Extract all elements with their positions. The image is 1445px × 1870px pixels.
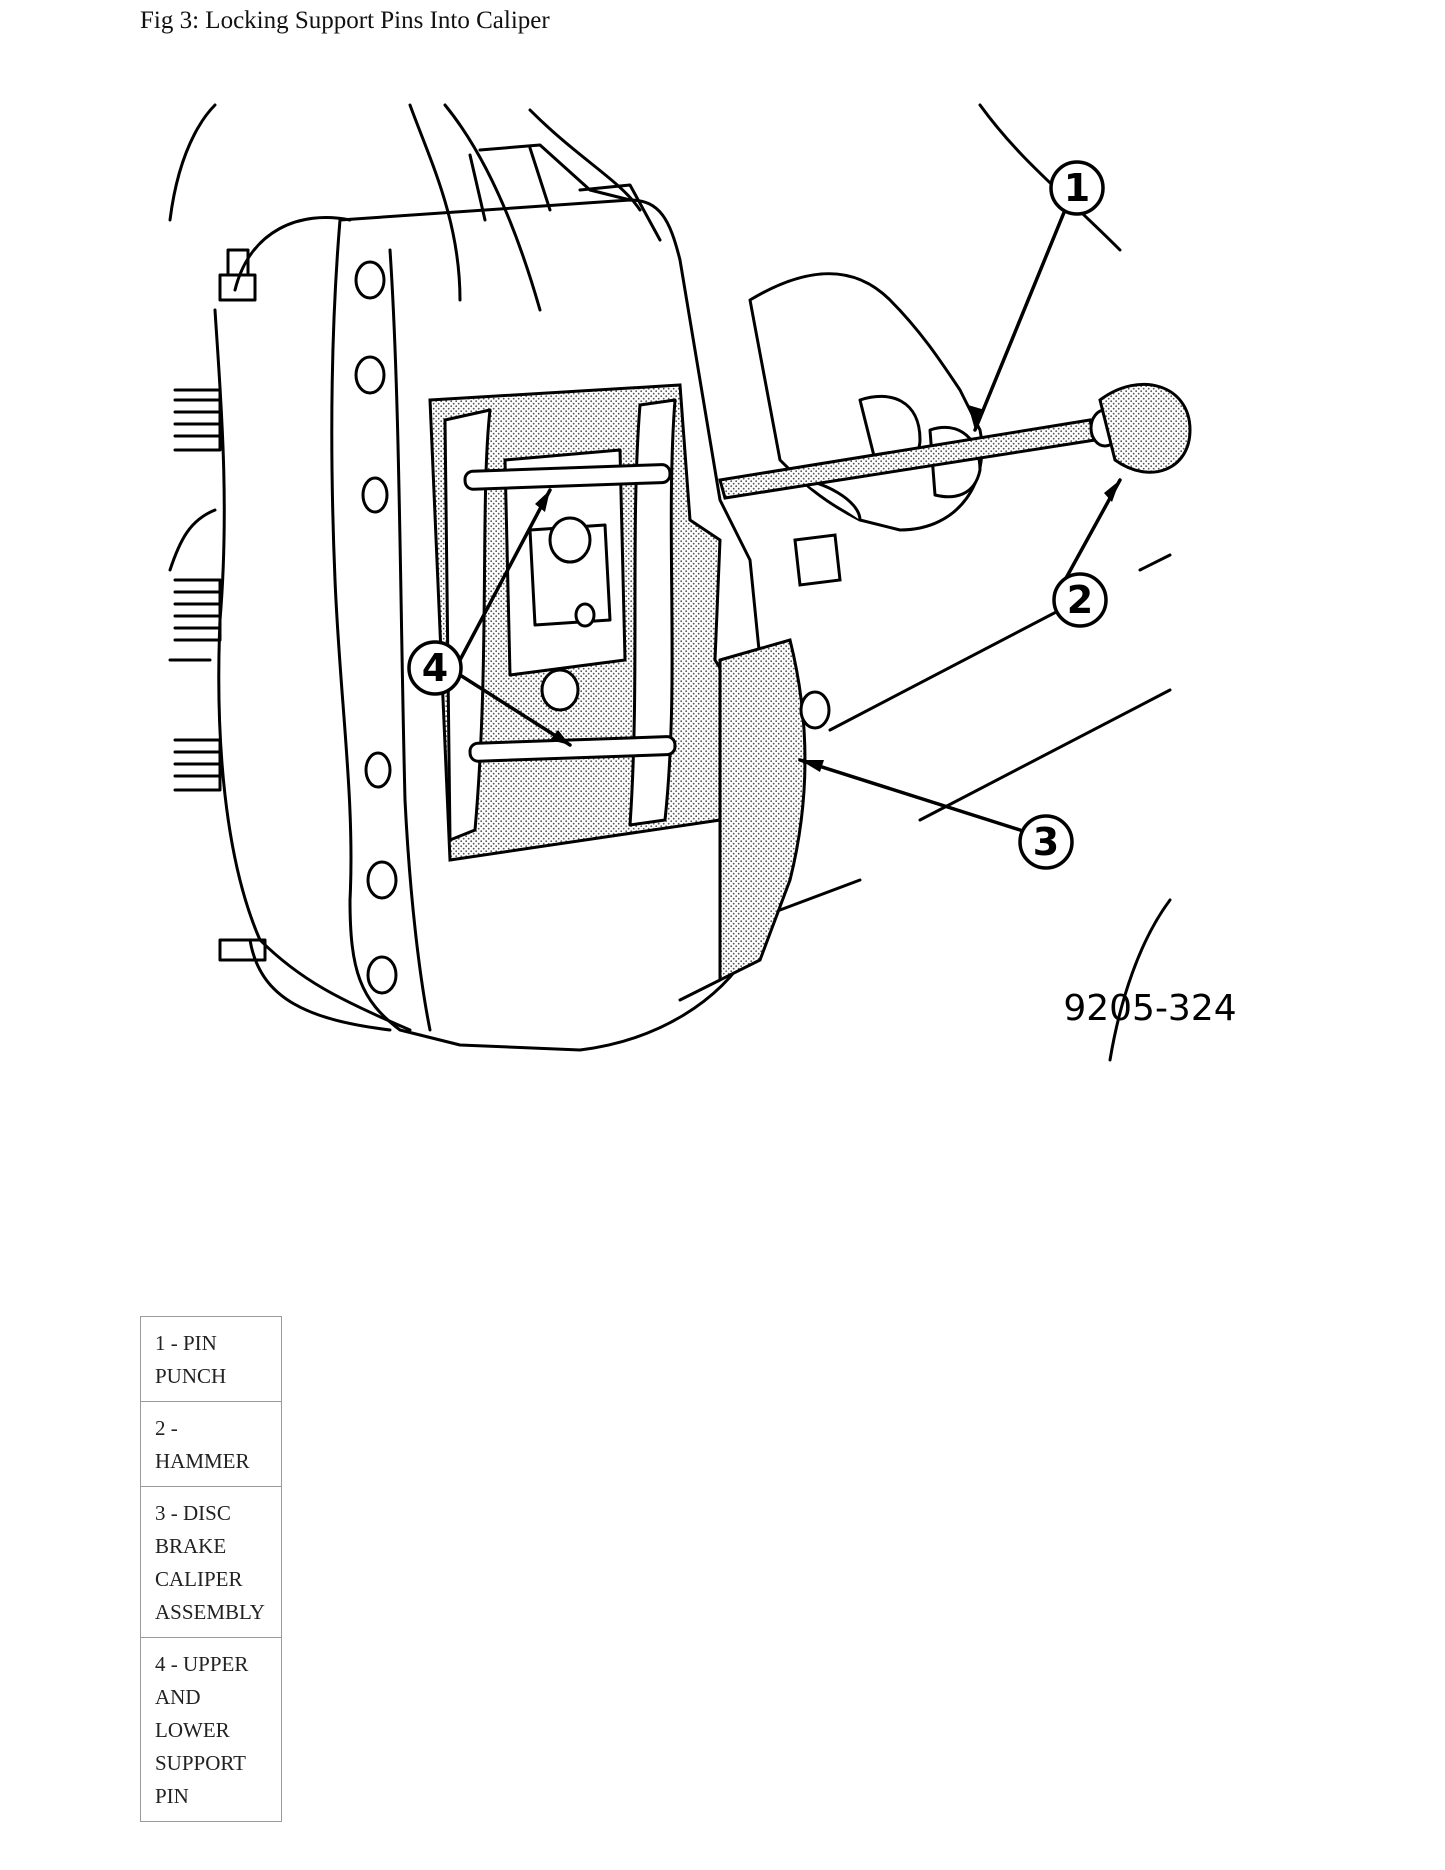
pin-punch [718, 383, 1192, 500]
callout-circle-3 [1018, 814, 1074, 870]
legend-table: 1 - PIN PUNCH 2 - HAMMER 3 - DISC BRAKE … [140, 1316, 282, 1822]
legend-row: 4 - UPPER AND LOWER SUPPORT PIN [140, 1637, 282, 1822]
hand [748, 272, 984, 532]
upper-support-pin [463, 463, 672, 491]
caliper-illustration: 1 2 3 4 9205-324 [160, 100, 1320, 1260]
legend-row: 1 - PIN PUNCH [140, 1316, 282, 1402]
line-drawing: 1 2 3 4 9205-324 [168, 103, 1237, 1062]
callout-circle-1 [1049, 160, 1105, 216]
callout-label-2: 2 [1067, 578, 1093, 622]
legend-row: 3 - DISC BRAKE CALIPER ASSEMBLY [140, 1486, 282, 1638]
callout-label-1: 1 [1064, 166, 1090, 210]
callout-circle-4 [407, 640, 463, 696]
lower-support-pin [468, 735, 677, 763]
legend-item-support-pin: 4 - UPPER AND LOWER SUPPORT PIN [140, 1637, 282, 1822]
callout-circle-2 [1052, 572, 1108, 628]
legend-item-caliper-assembly: 3 - DISC BRAKE CALIPER ASSEMBLY [140, 1486, 282, 1638]
legend-row: 2 - HAMMER [140, 1401, 282, 1487]
callout-label-4: 4 [422, 646, 448, 690]
hammer-head [1098, 383, 1192, 474]
legend-item-pin-punch: 1 - PIN PUNCH [140, 1316, 282, 1402]
callout-label-3: 3 [1033, 820, 1059, 864]
part-number: 9205-324 [1063, 988, 1236, 1029]
figure-title: Fig 3: Locking Support Pins Into Caliper [140, 7, 550, 34]
legend-item-hammer: 2 - HAMMER [140, 1401, 282, 1487]
